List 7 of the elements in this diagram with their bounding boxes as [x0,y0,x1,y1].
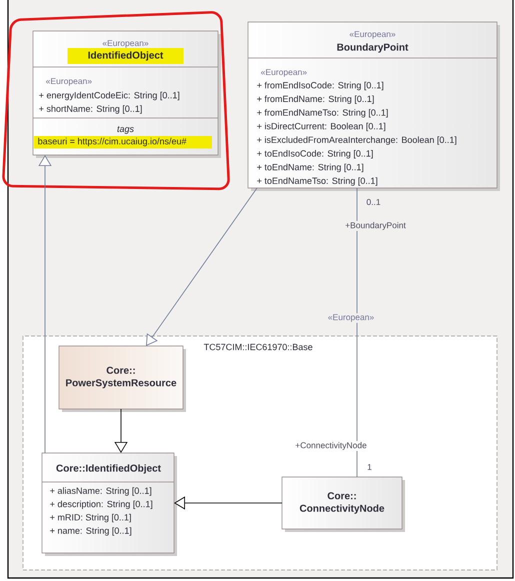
multiplicity-label: 1 [366,463,373,471]
generalization-arrow [146,188,258,346]
role-label: +BoundaryPoint [344,221,407,231]
association-line [356,188,358,478]
role-label: +ConnectivityNode [294,441,368,451]
package-name: TC57CIM::IEC61970::Base [204,344,312,350]
edge-label: «European» [326,313,376,323]
